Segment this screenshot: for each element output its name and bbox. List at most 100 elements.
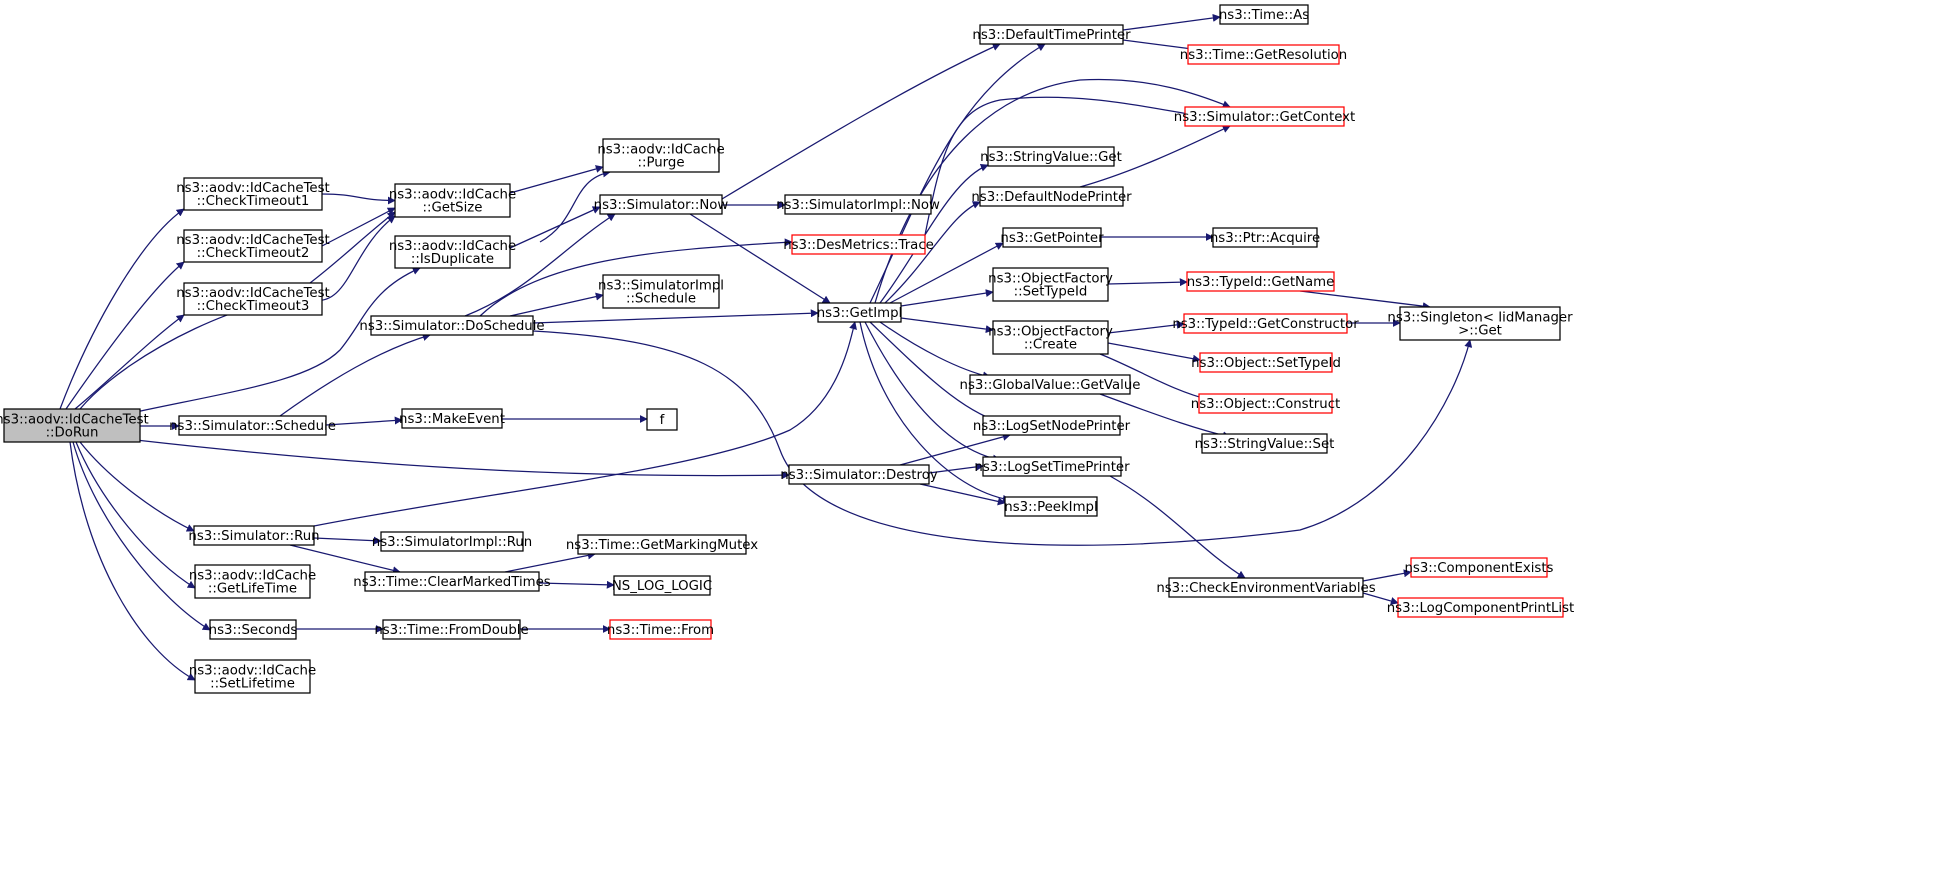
node-logsetnode[interactable]: ns3::LogSetNodePrinter xyxy=(973,415,1131,436)
node-ct1[interactable]: ns3::aodv::IdCacheTest::CheckTimeout1 xyxy=(176,177,330,211)
node-timeas[interactable]: ns3::Time::As xyxy=(1219,4,1309,25)
node-box xyxy=(183,282,323,316)
node-implsched[interactable]: ns3::SimulatorImpl::Schedule xyxy=(598,274,724,309)
node-ct2[interactable]: ns3::aodv::IdCacheTest::CheckTimeout2 xyxy=(176,229,330,263)
node-box xyxy=(394,183,511,218)
node-getres[interactable]: ns3::Time::GetResolution xyxy=(1180,44,1347,65)
node-label: ns3::Simulator::Now xyxy=(594,198,729,213)
node-ct3[interactable]: ns3::aodv::IdCacheTest::CheckTimeout3 xyxy=(176,282,330,316)
node-label: ns3::LogComponentPrintList xyxy=(1387,601,1575,616)
node-label: ns3::LogSetNodePrinter xyxy=(973,419,1131,434)
node-setlifetime[interactable]: ns3::aodv::IdCache::SetLifetime xyxy=(189,659,316,694)
node-getcontext[interactable]: ns3::Simulator::GetContext xyxy=(1174,106,1355,127)
node-checkenv[interactable]: ns3::CheckEnvironmentVariables xyxy=(1156,577,1376,598)
node-from[interactable]: ns3::Time::From xyxy=(607,619,714,640)
edge-deftimeprinter-to-timeas xyxy=(1122,13,1221,31)
edge-ct3-to-getsize xyxy=(309,211,396,284)
node-typeidname[interactable]: ns3::TypeId::GetName xyxy=(1186,271,1335,292)
node-box xyxy=(609,619,712,640)
node-box xyxy=(788,464,930,485)
node-getsize[interactable]: ns3::aodv::IdCache::GetSize xyxy=(389,183,516,218)
edge-isdup-to-purge xyxy=(539,169,611,243)
node-box xyxy=(992,320,1109,355)
node-label: ns3::Object::Construct xyxy=(1191,397,1340,412)
node-markmutex[interactable]: ns3::Time::GetMarkingMutex xyxy=(566,534,758,555)
node-simnow[interactable]: ns3::SimulatorImpl::Now xyxy=(776,194,940,215)
node-label: ns3::aodv::IdCache xyxy=(389,239,516,254)
node-label: ns3::aodv::IdCache xyxy=(389,188,516,203)
node-getctor[interactable]: ns3::TypeId::GetConstructor xyxy=(1172,313,1359,334)
edge-ofcreate-to-objsettypeid xyxy=(1107,342,1201,363)
node-box xyxy=(613,575,711,596)
node-label: ns3::Time::As xyxy=(1219,8,1309,23)
node-getpointer[interactable]: ns3::GetPointer xyxy=(1000,227,1104,248)
edge-getimpl-to-deftimeprinter xyxy=(869,43,1046,304)
node-ptracquire[interactable]: ns3::Ptr::Acquire xyxy=(1210,227,1320,248)
edge-run-to-getimpl xyxy=(313,321,857,527)
node-peekimpl[interactable]: ns3::PeekImpl xyxy=(1004,496,1098,517)
node-label: ns3::CheckEnvironmentVariables xyxy=(1156,581,1375,596)
node-getlifetime[interactable]: ns3::aodv::IdCache::GetLifeTime xyxy=(189,564,316,599)
node-nslog[interactable]: NS_LOG_LOGIC xyxy=(612,575,712,596)
edge-settypeid-to-typeidname xyxy=(1107,278,1188,287)
node-label: ::Schedule xyxy=(626,292,696,307)
edge-getimpl-to-peekimpl xyxy=(859,321,1011,503)
node-isdup[interactable]: ns3::aodv::IdCache::IsDuplicate xyxy=(389,235,516,269)
node-purge[interactable]: ns3::aodv::IdCache::Purge xyxy=(597,138,725,173)
node-singleton[interactable]: ns3::Singleton< IidManager >::Get xyxy=(1387,306,1573,341)
node-objsettypeid[interactable]: ns3::Object::SetTypeId xyxy=(1191,352,1341,373)
node-sched[interactable]: ns3::Simulator::Schedule xyxy=(169,415,336,436)
edge-sched-to-dosched xyxy=(279,333,431,417)
node-box xyxy=(1399,306,1561,341)
node-now[interactable]: ns3::Simulator::Now xyxy=(594,194,729,215)
node-box xyxy=(193,525,315,546)
edge-root-to-destroy xyxy=(135,439,790,480)
node-box xyxy=(194,659,311,694)
node-objconstruct[interactable]: ns3::Object::Construct xyxy=(1191,393,1340,414)
edge-ct1-to-getsize xyxy=(321,193,396,205)
node-implrun[interactable]: ns3::SimulatorImpl::Run xyxy=(372,531,532,552)
node-box xyxy=(602,274,720,309)
edge-getimpl-to-settypeid xyxy=(900,289,994,307)
node-fromdouble[interactable]: ns3::Time::FromDouble xyxy=(374,619,529,640)
edge-dosched-to-implsched xyxy=(509,292,604,317)
node-defnodeprinter[interactable]: ns3::DefaultNodePrinter xyxy=(971,186,1132,207)
node-box xyxy=(1198,393,1333,414)
edge-root-to-ct2 xyxy=(65,261,185,410)
node-box xyxy=(3,408,141,443)
node-clearmarked[interactable]: ns3::Time::ClearMarkedTimes xyxy=(353,571,551,592)
node-label: ns3::GetPointer xyxy=(1000,231,1104,246)
node-deftimeprinter[interactable]: ns3::DefaultTimePrinter xyxy=(972,24,1131,45)
node-label: ns3::aodv::IdCache xyxy=(189,664,316,679)
edge-root-to-getlifetime xyxy=(75,441,196,589)
node-root[interactable]: ns3::aodv::IdCacheTest::DoRun xyxy=(0,408,149,443)
node-label: ns3::ComponentExists xyxy=(1404,561,1553,576)
node-desmetrics[interactable]: ns3::DesMetrics::Trace xyxy=(783,234,934,255)
node-destroy[interactable]: ns3::Simulator::Destroy xyxy=(780,464,938,485)
edge-getimpl-to-gvget xyxy=(879,321,991,380)
node-seconds[interactable]: ns3::Seconds xyxy=(209,619,298,640)
node-stringget[interactable]: ns3::StringValue::Get xyxy=(980,146,1122,167)
node-settypeid[interactable]: ns3::ObjectFactory::SetTypeId xyxy=(988,267,1113,302)
node-compexists[interactable]: ns3::ComponentExists xyxy=(1404,557,1554,578)
node-run[interactable]: ns3::Simulator::Run xyxy=(188,525,320,546)
node-makeevent[interactable]: ns3::MakeEvent xyxy=(399,408,505,429)
node-box xyxy=(1201,433,1328,454)
node-ofcreate[interactable]: ns3::ObjectFactory::Create xyxy=(988,320,1113,355)
node-box xyxy=(602,138,720,173)
node-label: ns3::Time::GetResolution xyxy=(1180,48,1347,63)
node-logcompprint[interactable]: ns3::LogComponentPrintList xyxy=(1387,597,1575,618)
node-label: ns3::ObjectFactory xyxy=(988,325,1113,340)
node-logsettime[interactable]: ns3::LogSetTimePrinter xyxy=(974,456,1130,477)
node-f[interactable]: f xyxy=(646,408,678,431)
node-box xyxy=(992,267,1109,302)
node-gvget[interactable]: ns3::GlobalValue::GetValue xyxy=(960,374,1141,395)
node-label: ns3::aodv::IdCache xyxy=(597,143,724,158)
node-box xyxy=(1410,557,1548,578)
node-box xyxy=(577,534,747,555)
node-getimpl[interactable]: ns3::GetImpl xyxy=(817,302,902,323)
node-stringset[interactable]: ns3::StringValue::Set xyxy=(1195,433,1335,454)
node-dosched[interactable]: ns3::Simulator::DoSchedule xyxy=(359,315,545,336)
edge-destroy-to-logsettime xyxy=(928,462,984,474)
edge-root-to-isdup xyxy=(135,267,421,413)
